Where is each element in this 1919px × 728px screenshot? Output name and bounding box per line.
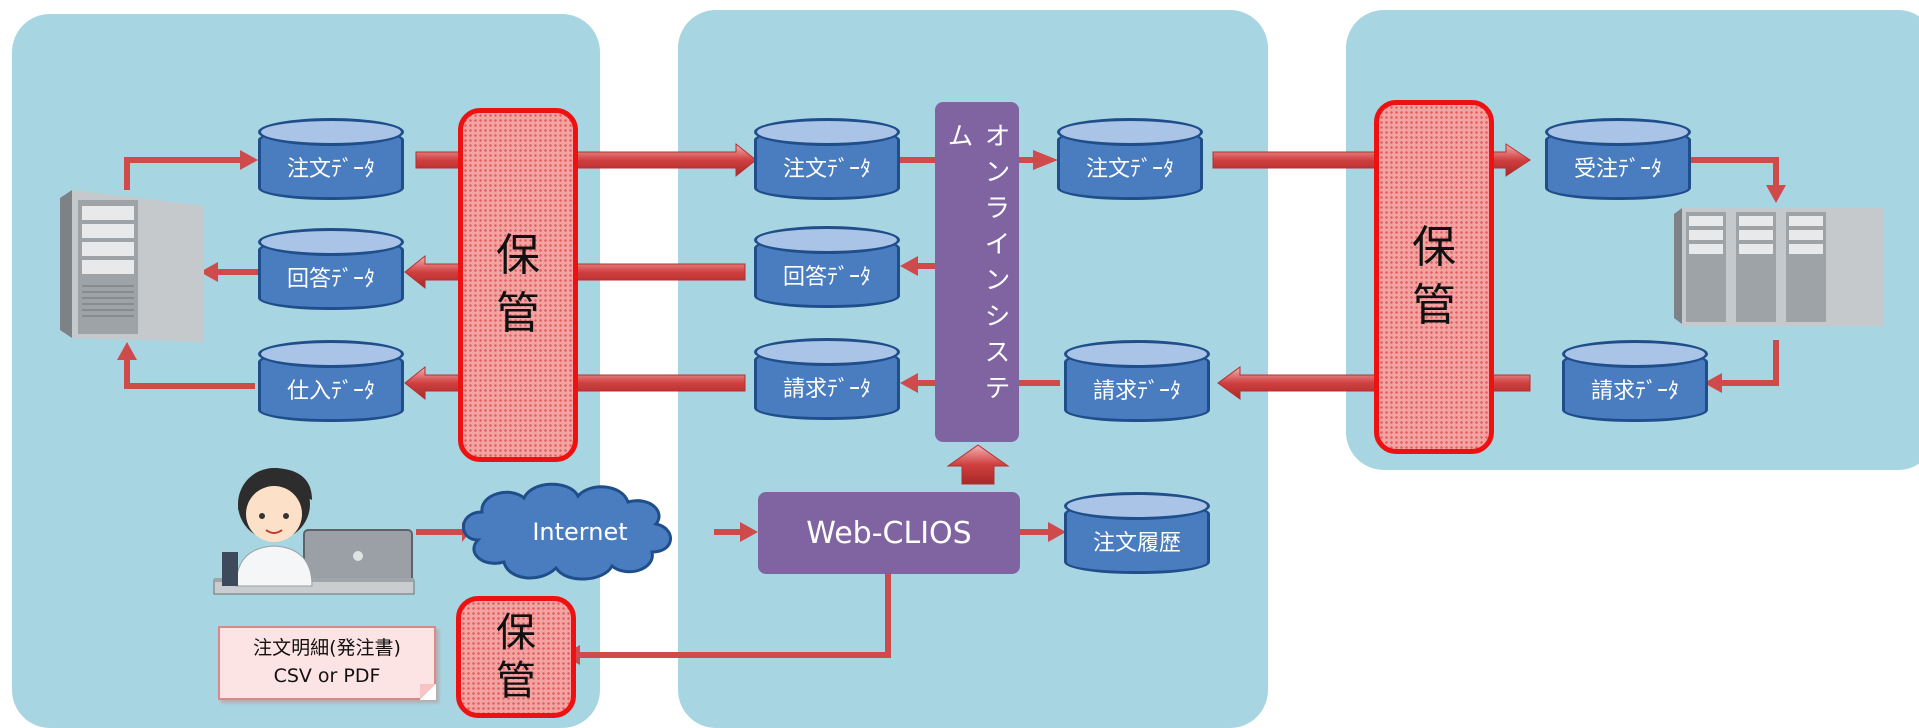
db-label: 注文ﾃﾞｰﾀ bbox=[1085, 157, 1174, 182]
db-order-history: 注文履歴 bbox=[1064, 492, 1210, 576]
webclios-box: Web-CLIOS bbox=[758, 492, 1020, 574]
db-label: 注文ﾃﾞｰﾀ bbox=[286, 157, 375, 182]
storage-label-1: 保 bbox=[496, 610, 536, 656]
storage-label-1: 保 bbox=[1412, 222, 1456, 273]
db-label: 請求ﾃﾞｰﾀ bbox=[1590, 379, 1679, 404]
db-supplier-received: 受注ﾃﾞｰﾀ bbox=[1545, 118, 1691, 202]
online-system-label: オンラインシステム bbox=[943, 122, 1010, 410]
db-online-invoice: 請求ﾃﾞｰﾀ bbox=[1064, 340, 1210, 424]
note-line-2: CSV or PDF bbox=[273, 665, 381, 687]
storage-label-2: 管 bbox=[1412, 280, 1456, 331]
storage-label-2: 管 bbox=[496, 658, 536, 704]
storage-box-download: 保 管 bbox=[456, 596, 576, 718]
arrow-received-to-server bbox=[1690, 157, 1779, 185]
internet-cloud bbox=[462, 482, 672, 581]
buyer-server-icon bbox=[60, 190, 204, 342]
db-label: 請求ﾃﾞｰﾀ bbox=[1092, 379, 1181, 404]
db-buyer-answer: 回答ﾃﾞｰﾀ bbox=[258, 228, 404, 312]
db-label: 仕入ﾃﾞｰﾀ bbox=[286, 379, 375, 404]
db-buyer-order: 注文ﾃﾞｰﾀ bbox=[258, 118, 404, 202]
internet-label: Internet bbox=[532, 518, 628, 546]
db-label: 回答ﾃﾞｰﾀ bbox=[286, 267, 375, 292]
db-buyer-purchase: 仕入ﾃﾞｰﾀ bbox=[258, 340, 404, 424]
storage-label-2: 管 bbox=[496, 288, 540, 339]
supplier-server-icon bbox=[1674, 208, 1884, 326]
arrow-webclios-up-online bbox=[946, 444, 1010, 485]
db-supplier-invoice: 請求ﾃﾞｰﾀ bbox=[1562, 340, 1708, 424]
storage-label-1: 保 bbox=[496, 230, 540, 281]
db-center-invoice: 請求ﾃﾞｰﾀ bbox=[754, 338, 900, 422]
arrow-purchase-to-server bbox=[124, 360, 255, 389]
db-label: 注文ﾃﾞｰﾀ bbox=[782, 157, 871, 182]
note-line-1: 注文明細(発注書) bbox=[253, 637, 401, 659]
arrow-server-to-right-invoice bbox=[1722, 340, 1779, 386]
db-label: 受注ﾃﾞｰﾀ bbox=[1573, 157, 1662, 182]
db-online-order: 注文ﾃﾞｰﾀ bbox=[1057, 118, 1203, 202]
storage-box-buyer: 保 管 bbox=[458, 108, 578, 462]
order-detail-note: 注文明細(発注書) CSV or PDF bbox=[218, 626, 436, 700]
db-label: 請求ﾃﾞｰﾀ bbox=[782, 377, 871, 402]
db-label: 回答ﾃﾞｰﾀ bbox=[782, 265, 871, 290]
db-center-order: 注文ﾃﾞｰﾀ bbox=[754, 118, 900, 202]
online-system-box: オンラインシステム bbox=[935, 102, 1019, 442]
db-label: 注文履歴 bbox=[1092, 531, 1181, 556]
db-center-answer: 回答ﾃﾞｰﾀ bbox=[754, 226, 900, 310]
arrow-webclios-to-storage bbox=[580, 574, 891, 658]
storage-box-supplier: 保 管 bbox=[1374, 100, 1494, 454]
arrow-server-to-order bbox=[124, 157, 240, 190]
